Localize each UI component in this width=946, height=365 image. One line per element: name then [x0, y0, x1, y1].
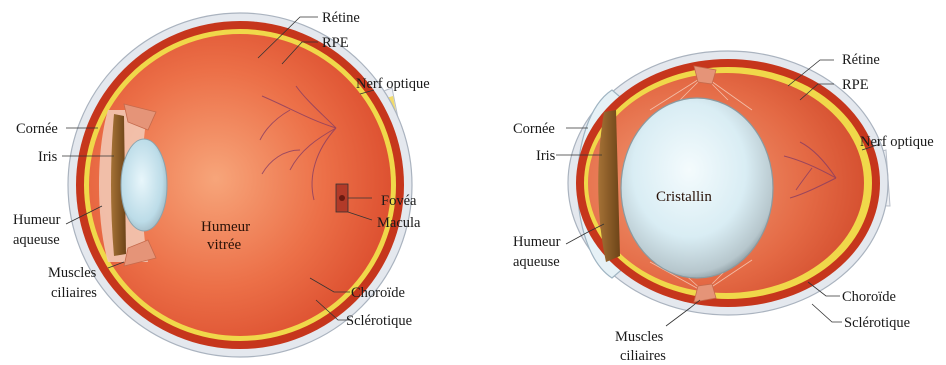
- right-cornee-label: Cornée: [513, 121, 555, 137]
- left-lens: [121, 139, 167, 231]
- left-fovea-label: Fovéa: [381, 193, 417, 209]
- right-rpe-label: RPE: [842, 77, 869, 93]
- right-eye: Cristallin Rétine RPE Nerf optique Corné…: [513, 51, 934, 364]
- right-retine-label: Rétine: [842, 52, 880, 68]
- left-macula-label: Macula: [377, 215, 421, 231]
- left-sclerotique-label: Sclérotique: [346, 313, 412, 329]
- left-rpe-label: RPE: [322, 35, 349, 51]
- right-cristallin-label: Cristallin: [656, 189, 712, 205]
- right-sclerotique-label: Sclérotique: [844, 315, 910, 331]
- right-muscles-label-2: ciliaires: [620, 348, 666, 364]
- left-humeur-vitree-label-1: Humeur: [201, 219, 250, 235]
- left-eye: Humeur vitrée Rétine RPE Nerf optique Co…: [13, 10, 430, 357]
- right-sclerotique-leader: [812, 304, 842, 322]
- left-iris-label: Iris: [38, 149, 58, 165]
- right-iris-label: Iris: [536, 148, 556, 164]
- left-humeur-vitree-label-2: vitrée: [207, 237, 241, 253]
- right-humeur-aq-label-2: aqueuse: [513, 254, 560, 270]
- right-lens: [621, 98, 773, 278]
- left-fovea: [339, 195, 345, 201]
- right-humeur-aq-label-1: Humeur: [513, 234, 561, 250]
- right-nerf-label: Nerf optique: [860, 134, 934, 150]
- right-choroide-label: Choroïde: [842, 289, 896, 305]
- left-humeur-aq-label-1: Humeur: [13, 212, 61, 228]
- left-retine-label: Rétine: [322, 10, 360, 26]
- right-muscles-label-1: Muscles: [615, 329, 664, 345]
- left-choroide-label: Choroïde: [351, 285, 405, 301]
- left-nerf-label: Nerf optique: [356, 76, 430, 92]
- left-muscles-label-1: Muscles: [48, 265, 97, 281]
- left-cornee-label: Cornée: [16, 121, 58, 137]
- left-muscles-label-2: ciliaires: [51, 285, 97, 301]
- left-humeur-aq-label-2: aqueuse: [13, 232, 60, 248]
